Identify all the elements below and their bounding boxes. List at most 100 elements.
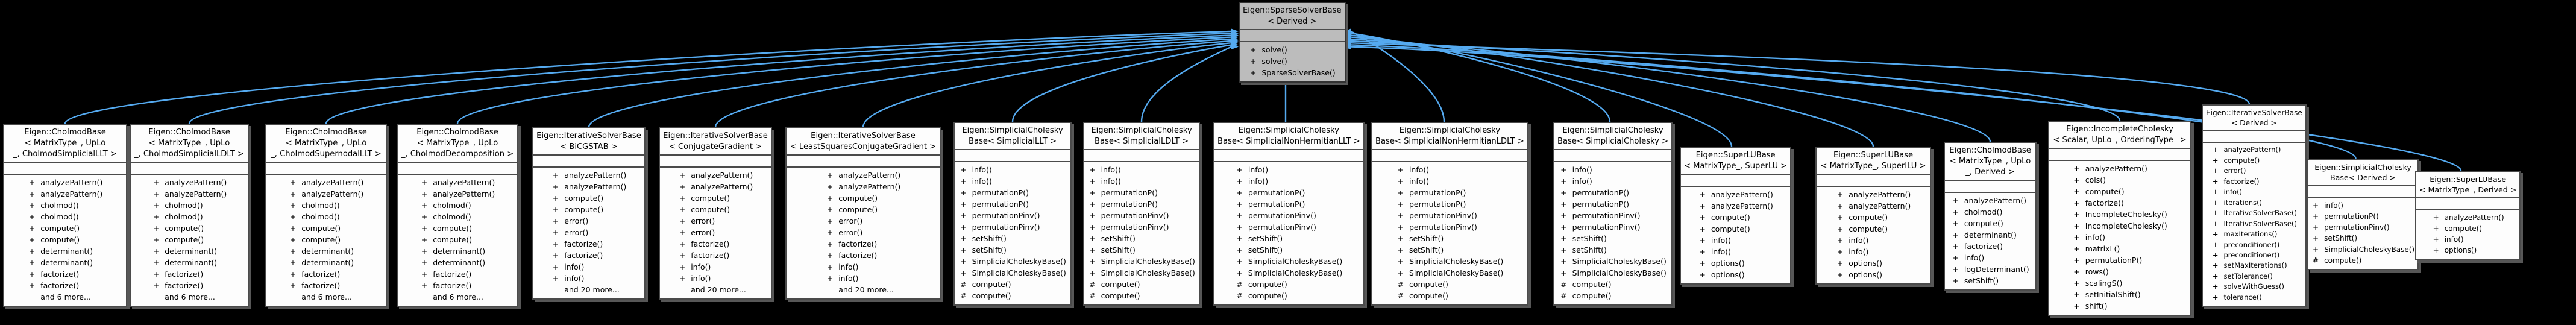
member-row: +determinant()	[152, 257, 227, 268]
member-access: +	[552, 228, 559, 238]
member-row: +compute()	[678, 192, 753, 204]
member-access: +	[1089, 177, 1096, 186]
member-row: +info()	[1559, 175, 1667, 187]
class-title: Eigen::SparseSolverBase < Derived >	[1240, 3, 1345, 29]
class-box[interactable]: Eigen::IterativeSolverBase< ConjugateGra…	[659, 127, 772, 300]
member-row: +info()	[826, 261, 901, 273]
member-name: and 6 more...	[40, 292, 91, 302]
inheritance-edge	[862, 42, 1232, 128]
member-name: and 20 more...	[838, 285, 894, 295]
class-box[interactable]: Eigen::CholmodBase< MatrixType_, UpLo_, …	[3, 124, 127, 308]
member-name: error()	[2223, 166, 2246, 175]
class-box[interactable]: Eigen::SuperLUBase< MatrixType_, SuperLU…	[1680, 147, 1792, 285]
member-access: +	[679, 228, 686, 238]
class-box[interactable]: Eigen::IterativeSolverBase< Derived > +a…	[2202, 104, 2307, 308]
class-box[interactable]: Eigen::CholmodBase< MatrixType_, UpLo_, …	[397, 124, 518, 308]
member-row: +analyzePattern()	[420, 188, 495, 200]
inheritance-arrowhead	[1231, 43, 1239, 50]
member-name: SimplicialCholeskyBase()	[2324, 245, 2415, 254]
member-row: +permutationP()	[1559, 187, 1667, 198]
member-name: permutationP()	[1248, 188, 1305, 198]
class-title: Eigen::IncompleteCholesky< Scalar, UpLo_…	[2049, 122, 2190, 148]
class-members: +analyzePattern()+compute()+info()+optio…	[2429, 212, 2507, 256]
class-title-line: Eigen::SuperLUBase	[2430, 175, 2507, 184]
member-row: and 20 more...	[826, 284, 901, 295]
member-row: +determinant()	[289, 257, 364, 268]
class-box[interactable]: Eigen::SuperLUBase< MatrixType_, SuperIL…	[1815, 147, 1931, 285]
member-row: +SimplicialCholeskyBase()	[1088, 256, 1195, 267]
member-row: +SimplicialCholeskyBase()	[1559, 256, 1667, 267]
member-name: compute()	[1409, 291, 1448, 301]
member-access: +	[2212, 251, 2219, 259]
class-title: Eigen::CholmodBase< MatrixType_, UpLo_, …	[4, 125, 126, 162]
class-title-line: Base< SimplicialLDLT >	[1095, 137, 1189, 147]
member-row: +tolerance()	[2211, 292, 2297, 303]
member-row: +determinant()	[289, 245, 364, 257]
member-row: +factorize()	[678, 238, 753, 250]
member-access: +	[1236, 222, 1243, 232]
class-box[interactable]: Eigen::CholmodBase< MatrixType_, UpLo_, …	[265, 124, 387, 308]
member-row: +info()	[1698, 246, 1773, 257]
member-row: + cholmod()	[289, 200, 364, 211]
class-box[interactable]: Eigen::IterativeSolverBase< BiCGSTAB > +…	[532, 127, 646, 300]
member-access: +	[960, 200, 967, 209]
member-name: setShift()	[1248, 234, 1283, 244]
class-box[interactable]: Eigen::IncompleteCholesky< Scalar, UpLo_…	[2048, 121, 2191, 317]
member-row: +analyzePattern()	[1836, 200, 1911, 212]
class-box[interactable]: Eigen::SuperLUBase< MatrixType_, Derived…	[2415, 171, 2521, 260]
class-box[interactable]: Eigen::CholmodBase< MatrixType_, UpLo_, …	[130, 124, 249, 308]
member-row: +compute()	[420, 222, 495, 234]
member-row: +setShift()	[1951, 275, 2029, 286]
class-box[interactable]: Eigen::CholmodBase< MatrixType_, UpLo_, …	[1944, 142, 2037, 291]
member-name: cholmod()	[433, 212, 471, 222]
member-access: +	[2073, 267, 2080, 277]
member-access: +	[289, 201, 297, 210]
member-access: +	[1397, 165, 1404, 175]
class-members: +solve()+solve()+SparseSolverBase()	[1246, 44, 1339, 78]
member-name: compute()	[2324, 256, 2362, 265]
class-box[interactable]: Eigen::IterativeSolverBase< LeastSquares…	[785, 127, 941, 300]
member-name: info()	[1101, 177, 1121, 186]
member-access: +	[960, 234, 967, 244]
member-name: factorize()	[40, 281, 80, 291]
member-access: +	[152, 258, 160, 268]
member-name: info()	[1711, 236, 1732, 245]
class-title-line: < LeastSquaresConjugateGradient >	[790, 142, 937, 152]
member-row: + info()	[1088, 175, 1195, 187]
member-name: permutationP()	[1409, 188, 1466, 198]
member-row: +SimplicialCholeskyBase()	[1396, 256, 1503, 267]
member-row: +cholmod()	[152, 211, 227, 222]
member-row: +determinant()	[420, 257, 495, 268]
member-access: +	[1560, 211, 1567, 221]
member-name: cholmod()	[301, 201, 340, 210]
member-row: +setShift()	[959, 244, 1066, 256]
member-access: +	[2212, 261, 2219, 270]
member-access: +	[2073, 256, 2080, 265]
member-name: preconditioner()	[2223, 251, 2280, 259]
member-access: +	[679, 239, 686, 249]
member-row: +analyzePattern()	[2072, 163, 2167, 174]
member-name: cols()	[2085, 175, 2106, 185]
member-row: +factorize()	[826, 238, 901, 250]
inheritance-edge	[1011, 44, 1232, 122]
member-access: +	[679, 182, 686, 192]
member-access: +	[679, 251, 686, 260]
member-row: +options()	[1698, 269, 1773, 280]
member-name: factorize()	[433, 270, 472, 279]
base-class-box[interactable]: Eigen::SparseSolverBase < Derived > +sol…	[1239, 2, 1346, 83]
member-row: +factorize()	[678, 250, 753, 261]
member-name: compute()	[1849, 224, 1888, 234]
member-row: +compute()	[2211, 156, 2297, 166]
member-access: +	[152, 224, 160, 233]
member-name: and 6 more...	[433, 292, 483, 302]
member-name: analyzePattern()	[2444, 213, 2504, 222]
member-row: +compute()	[1698, 223, 1773, 235]
member-access: +	[1236, 165, 1243, 175]
